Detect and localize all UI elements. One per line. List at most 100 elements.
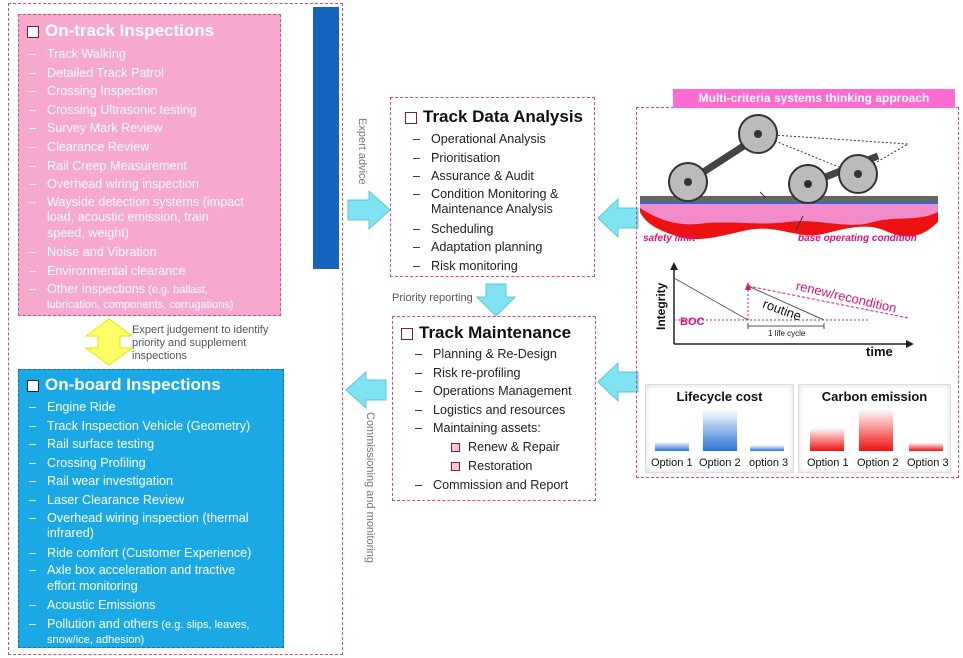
- list-item: Rail wear investigation: [19, 472, 283, 491]
- list-item: Acoustic Emissions: [19, 596, 283, 615]
- on-track-title: On-track Inspections: [27, 21, 280, 41]
- list-item: Overhead wiring inspection (thermal infr…: [19, 510, 283, 544]
- list-item: Laser Clearance Review: [19, 491, 283, 510]
- lifecycle-cost-title: Lifecycle cost: [676, 389, 763, 404]
- on-board-title: On-board Inspections: [27, 375, 283, 395]
- left-outer-frame: [8, 3, 343, 655]
- wayside-line3: speed, weight): [47, 225, 129, 240]
- other-line1-small: (e.g. ballast,: [145, 284, 208, 297]
- commissioning-label: Commissioning and monitoring: [364, 412, 376, 564]
- arrow-left-icon: [345, 371, 387, 409]
- other-line1: Other inspections: [47, 282, 146, 297]
- on-board-panel: On-board Inspections Engine Ride Track I…: [18, 369, 284, 648]
- list-item: Clearance Review: [19, 138, 280, 157]
- routine-line: [747, 285, 825, 321]
- sub-item-restoration: Restoration: [451, 457, 595, 476]
- wheel-icon: [738, 114, 778, 154]
- wheel-icon: [838, 154, 878, 194]
- option-label: Option 2: [699, 457, 741, 469]
- wheel-icon: [668, 162, 708, 202]
- arrow-left-icon: [597, 362, 639, 402]
- wheel-icon: [788, 164, 828, 204]
- base-operating-area: [640, 202, 938, 225]
- list-item: Risk monitoring: [403, 257, 594, 276]
- track-maintenance-list: Planning & Re-Design Risk re-profiling O…: [405, 345, 595, 438]
- list-item: Ride comfort (Customer Experience): [19, 544, 283, 563]
- list-item: Engine Ride: [19, 398, 283, 417]
- track-data-analysis-box: Track Data Analysis Operational Analysis…: [390, 97, 595, 277]
- list-item: Pollution and others (e.g. slips, leaves…: [19, 615, 283, 647]
- expert-judgement-note: Expert judgement to identify priority an…: [132, 324, 269, 362]
- list-item: Overhead wiring inspection: [19, 175, 280, 194]
- multi-criteria-banner: Multi-criteria systems thinking approach: [673, 89, 955, 108]
- title-square-icon: [27, 25, 39, 38]
- carbon-emission-bar-1: [810, 427, 844, 451]
- list-item: Operations Management: [405, 382, 595, 401]
- list-item: Planning & Re-Design: [405, 345, 595, 364]
- carbon-emission-bar-3: [909, 442, 943, 451]
- title-square-icon: [27, 379, 39, 392]
- degradation-line: [673, 277, 749, 321]
- time-axis-label: time: [866, 344, 893, 359]
- list-item: Other inspections (e.g. ballast, lubrica…: [19, 280, 280, 312]
- carbon-emission-box: Carbon emission Option 1 Option 2 Option…: [798, 384, 951, 473]
- train-track-illustration: [640, 114, 938, 240]
- carbon-emission-bar-2: [859, 409, 893, 451]
- lifecycle-cost-bars: [655, 409, 784, 451]
- list-item: Detailed Track Patrol: [19, 64, 280, 83]
- wayside-line1: Wayside detection systems (impact: [47, 194, 244, 209]
- lifecycle-cost-bar-3: [750, 445, 784, 451]
- wayside-line2: load, acoustic emission, train: [47, 210, 209, 225]
- carbon-emission-title: Carbon emission: [821, 389, 928, 404]
- option-label: option 3: [749, 457, 789, 469]
- on-track-list: Track Walking Detailed Track Patrol Cros…: [19, 45, 280, 312]
- list-item: Noise and Vibration: [19, 243, 280, 262]
- on-track-panel: On-track Inspections Track Walking Detai…: [18, 14, 281, 316]
- list-item: Track Inspection Vehicle (Geometry): [19, 417, 283, 436]
- option-label: Option 1: [807, 457, 849, 469]
- list-item: Crossing Profiling: [19, 454, 283, 473]
- sub-item-renew: Renew & Repair: [451, 438, 595, 457]
- option-label: Option 1: [651, 457, 693, 469]
- lifecycle-cost-bar-2: [703, 409, 737, 451]
- carbon-emission-bars: [810, 409, 943, 451]
- rail: [640, 196, 938, 202]
- track-data-analysis-title: Track Data Analysis: [405, 107, 594, 127]
- track-data-analysis-list: Operational Analysis Prioritisation Assu…: [403, 130, 594, 276]
- on-board-list: Engine Ride Track Inspection Vehicle (Ge…: [19, 398, 283, 647]
- list-item: Survey Mark Review: [19, 119, 280, 138]
- lifecycle-cost-box: Lifecycle cost Option 1 Option 2 option …: [645, 384, 794, 473]
- title-square-icon: [405, 111, 417, 124]
- total-track-inspection-banner: [313, 7, 339, 269]
- lifecycle-cost-bar-1: [655, 441, 689, 451]
- priority-reporting-label: Priority reporting: [392, 292, 473, 304]
- list-item: Environmental clearance: [19, 262, 280, 281]
- double-arrow-icon: [84, 318, 134, 366]
- expert-advice-label: Expert advice: [356, 118, 368, 185]
- integrity-chart: [670, 262, 914, 348]
- list-item: Adaptation planning: [403, 238, 594, 257]
- arrow-right-icon: [347, 190, 391, 230]
- life-cycle-label: 1 life cycle: [768, 329, 806, 338]
- list-item: Scheduling: [403, 220, 594, 239]
- list-item: Crossing Ultrasonic testing: [19, 101, 280, 120]
- list-item: Condition Monitoring & Maintenance Analy…: [403, 186, 594, 220]
- safety-limit-label: safety limit: [643, 233, 696, 244]
- list-item: Maintaining assets:: [405, 419, 595, 438]
- other-line2: lubrication, components, corrugations): [47, 299, 234, 312]
- renew-line: [747, 285, 909, 319]
- boc-label: BOC: [680, 316, 705, 328]
- option-label: Option 2: [857, 457, 899, 469]
- option-label: Option 3: [907, 457, 949, 469]
- list-item: Risk re-profiling: [405, 364, 595, 383]
- arrow-down-icon: [476, 283, 516, 317]
- list-item: Operational Analysis: [403, 130, 594, 149]
- bullet-square-icon: [451, 462, 460, 472]
- list-item: Axle box acceleration and tractive effor…: [19, 562, 283, 596]
- list-item: Assurance & Audit: [403, 167, 594, 186]
- list-item: Track Walking: [19, 45, 280, 64]
- list-item: Commission and Report: [405, 476, 595, 495]
- list-item: Rail surface testing: [19, 435, 283, 454]
- base-operating-label: base operating condition: [798, 233, 917, 244]
- list-item: Rail Creep Measurement: [19, 157, 280, 176]
